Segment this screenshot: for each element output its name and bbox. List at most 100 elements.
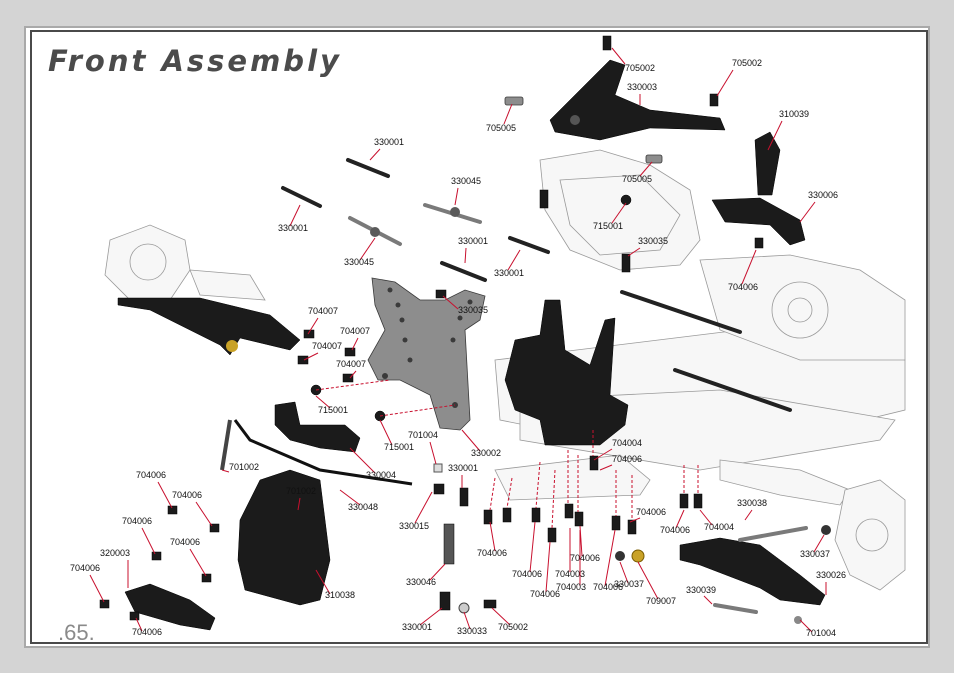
part-number-label: 701002	[229, 462, 259, 472]
part-number-label: 330001	[494, 268, 524, 278]
leader-line	[464, 247, 467, 264]
part-number-label: 330001	[374, 137, 404, 147]
leader-line	[369, 148, 381, 161]
link-330001	[220, 419, 232, 471]
bumper-330004	[274, 401, 361, 453]
part-number-label: 704006	[636, 507, 666, 517]
leader-line	[741, 249, 757, 285]
part-number-label: 704006	[70, 563, 100, 573]
bumper-310038	[237, 469, 331, 606]
servo-mount-330006	[711, 197, 806, 246]
mount-310039	[754, 131, 781, 196]
leader-line	[503, 103, 513, 125]
turnbuckles	[281, 158, 792, 412]
part-number-label: 704006	[512, 569, 542, 579]
part-number-label: 330035	[638, 236, 668, 246]
part-number-label: 310038	[325, 590, 355, 600]
leader-line	[414, 491, 433, 524]
leader-line	[419, 607, 443, 626]
part-number-label: 704004	[612, 438, 642, 448]
part-number-label: 715001	[318, 405, 348, 415]
part-number-label: 704006	[612, 454, 642, 464]
part-number-label: 330038	[737, 498, 767, 508]
leader-line	[221, 469, 230, 473]
leader-line	[339, 489, 361, 506]
part-number-label: 704007	[312, 341, 342, 351]
shock-tower-330002	[367, 277, 486, 431]
leader-line	[289, 204, 301, 227]
leader-line	[454, 187, 459, 206]
part-number-label: 330045	[451, 176, 481, 186]
part-number-label: 704003	[556, 582, 586, 592]
part-number-label: 704007	[336, 359, 366, 369]
leader-line	[529, 521, 536, 573]
part-number-label: 330035	[458, 305, 488, 315]
part-number-label: 704006	[660, 525, 690, 535]
leader-line	[463, 611, 471, 630]
skid-320003	[124, 583, 216, 631]
part-number-label: 704006	[530, 589, 560, 599]
part-number-label: 330001	[402, 622, 432, 632]
screw-705005-b	[645, 154, 663, 164]
leader-line	[349, 447, 376, 474]
leader-line	[675, 509, 685, 529]
nut-701004	[433, 463, 443, 473]
leader-line	[699, 509, 713, 526]
leader-line	[703, 595, 713, 605]
part-number-label: 330037	[800, 549, 830, 559]
leader-line	[157, 481, 173, 509]
leader-line	[637, 561, 659, 600]
part-number-label: 715001	[384, 442, 414, 452]
part-number-label: 705005	[622, 174, 652, 184]
part-number-label: 704006	[570, 553, 600, 563]
part-number-label: 704006	[136, 470, 166, 480]
knuckle-block	[504, 299, 629, 446]
screw-705005	[504, 96, 524, 106]
leader-line	[379, 419, 393, 446]
part-number-label: 705002	[732, 58, 762, 68]
leader-line	[89, 574, 105, 603]
leader-line	[189, 548, 207, 577]
part-number-label: 705002	[625, 63, 655, 73]
leader-line	[359, 237, 376, 261]
leader-line	[716, 69, 734, 97]
left-lower-arm	[117, 297, 301, 356]
leader-line	[611, 47, 626, 65]
part-number-label: 330015	[399, 521, 429, 531]
leader-line	[604, 529, 616, 587]
leader-line	[141, 527, 156, 555]
part-number-label: 704006	[728, 282, 758, 292]
part-number-label: 330037	[614, 579, 644, 589]
leader-line	[135, 617, 143, 632]
part-number-label: 330002	[471, 448, 501, 458]
page-title: Front Assembly	[48, 44, 342, 78]
part-number-label: 320003	[100, 548, 130, 558]
leader-line	[489, 521, 496, 552]
leader-line	[307, 317, 319, 335]
leader-line	[442, 295, 459, 310]
part-number-label: 330048	[348, 502, 378, 512]
leader-line	[507, 249, 521, 271]
leader-line	[767, 120, 783, 151]
part-number-label: 704006	[593, 582, 623, 592]
part-number-label: 705002	[498, 622, 528, 632]
page-number: .65.	[58, 620, 95, 645]
leader-line	[619, 561, 629, 584]
leader-line	[627, 247, 641, 257]
part-number-label: 330001	[458, 236, 488, 246]
bushing	[226, 340, 238, 352]
leader-line	[593, 448, 613, 461]
leader-line	[315, 395, 331, 409]
leader-line	[461, 429, 481, 452]
right-lower-arm-330026	[679, 537, 826, 606]
leader-line	[491, 607, 511, 626]
part-number-label: 704006	[132, 627, 162, 637]
part-number-label: 330045	[344, 257, 374, 267]
part-number-label: 705005	[486, 123, 516, 133]
sway-bar-330048	[233, 419, 413, 486]
part-number-label: 330026	[816, 570, 846, 580]
assembly-lines	[315, 379, 699, 529]
part-number-label: 704006	[170, 537, 200, 547]
page-frame	[30, 30, 928, 644]
